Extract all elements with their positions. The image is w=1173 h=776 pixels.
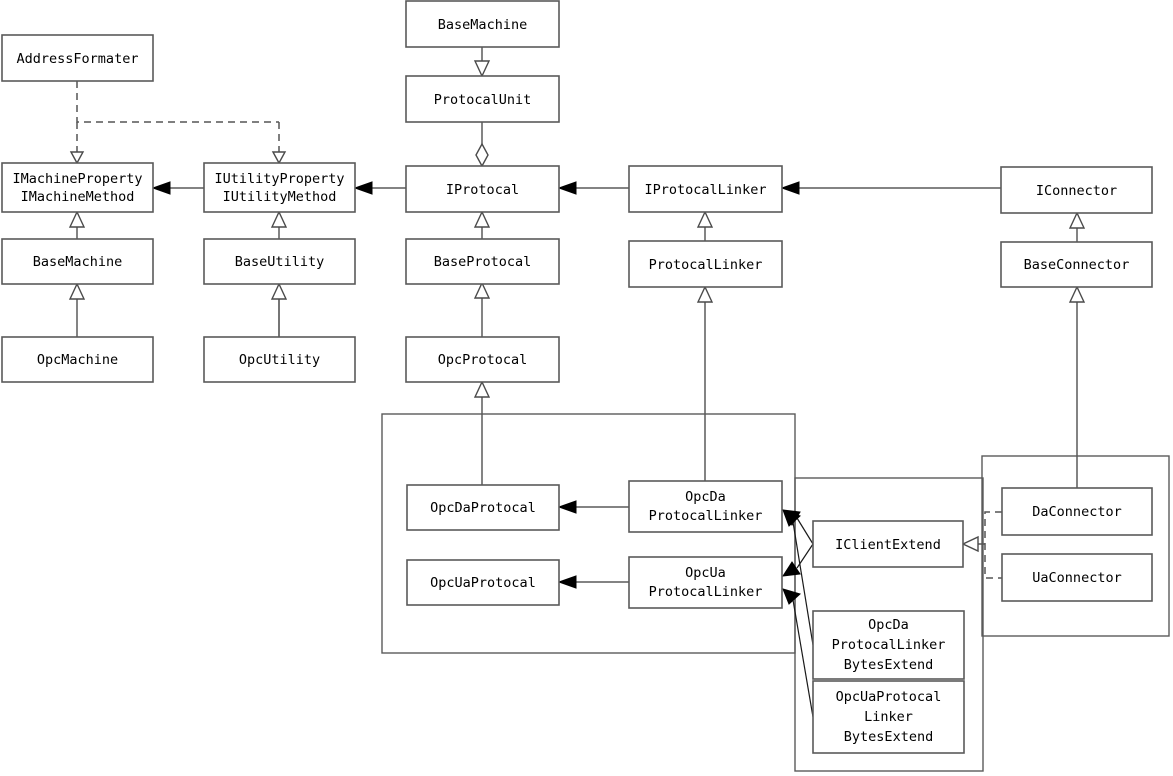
- arrowhead-iprotocal: [557, 181, 577, 195]
- node-label-protocal-linker: ProtocalLinker: [649, 257, 763, 273]
- arrowhead-opc-da-linker-from-bytes-extend: [782, 509, 801, 527]
- node-da-connector[interactable]: DaConnector: [1001, 487, 1153, 536]
- arrowhead-opc-ua-protocal: [557, 575, 577, 589]
- node-label-iprotocal-linker: IProtocalLinker: [645, 182, 767, 198]
- arrowhead-opc-ua-linker-from-iclient: [782, 561, 801, 577]
- node-iclient-extend[interactable]: IClientExtend: [812, 520, 964, 568]
- node-label-ua-bytes-extend-line2: Linker: [864, 709, 913, 725]
- node-label-opc-machine: OpcMachine: [37, 352, 118, 368]
- node-opc-ua-protocal-linker[interactable]: OpcUa ProtocalLinker: [628, 556, 783, 609]
- arrowhead-generalize-base-protocal: [473, 281, 491, 299]
- node-iutility-property[interactable]: IUtilityProperty IUtilityMethod: [203, 162, 356, 213]
- node-label-base-machine: BaseMachine: [33, 254, 122, 270]
- node-label-address-formater: AddressFormater: [17, 51, 139, 67]
- node-label-iutility-property-line2: IUtilityMethod: [223, 189, 337, 205]
- node-label-imachine-property-line2: IMachineMethod: [21, 189, 135, 205]
- arrowhead-realize-iclient-extend: [961, 535, 979, 553]
- arrowhead-imachine-property: [151, 181, 171, 195]
- node-opc-ua-protocal[interactable]: OpcUaProtocal: [406, 559, 560, 606]
- node-label-base-connector: BaseConnector: [1024, 257, 1130, 273]
- node-label-opc-da-protocal-linker-line1: OpcDa: [685, 489, 726, 505]
- arrowhead-generalize-opc-protocal: [473, 380, 491, 398]
- node-opc-da-protocal-linker[interactable]: OpcDa ProtocalLinker: [628, 480, 783, 533]
- node-label-ua-bytes-extend-line3: BytesExtend: [844, 729, 933, 745]
- node-label-opc-ua-protocal-linker-line2: ProtocalLinker: [649, 584, 763, 600]
- edge-connectors-to-iclient-extend: [984, 511, 1002, 579]
- arrowhead-realize-iprotocal-linker: [696, 210, 714, 228]
- node-iprotocal-linker[interactable]: IProtocalLinker: [628, 165, 783, 213]
- arrow-open-imachine-property: [69, 151, 85, 165]
- edge-iclient-extend-to-opc-da-linker: [796, 517, 814, 545]
- edge-ua-bytes-extend-to-opc-ua-linker: [792, 599, 814, 718]
- arrowhead-generalize-base-utility: [270, 282, 288, 300]
- node-base-machine-top[interactable]: BaseMachine: [405, 0, 560, 48]
- node-label-protocal-unit: ProtocalUnit: [434, 92, 532, 108]
- node-label-da-connector: DaConnector: [1032, 504, 1121, 520]
- edge-address-formater-to-imachine: [76, 81, 279, 123]
- arrowhead-iprotocal-linker: [780, 181, 800, 195]
- node-label-opc-da-protocal: OpcDaProtocal: [430, 500, 536, 516]
- node-label-opc-ua-protocal: OpcUaProtocal: [430, 575, 536, 591]
- node-label-da-bytes-extend-line3: BytesExtend: [844, 657, 933, 673]
- node-label-imachine-property-line1: IMachineProperty: [12, 171, 142, 187]
- node-label-base-utility: BaseUtility: [235, 254, 324, 270]
- diagram-edges: [68, 47, 1086, 718]
- node-opc-machine[interactable]: OpcMachine: [1, 336, 154, 383]
- arrowhead-iutility-property: [353, 181, 373, 195]
- node-opc-protocal[interactable]: OpcProtocal: [405, 336, 560, 383]
- arrowhead-realize-iprotocal: [473, 210, 491, 228]
- node-iprotocal[interactable]: IProtocal: [405, 165, 560, 213]
- node-iconnector[interactable]: IConnector: [1000, 166, 1153, 214]
- node-label-base-machine-top: BaseMachine: [438, 17, 527, 33]
- arrowhead-generalization-protocal-unit: [473, 60, 491, 78]
- node-label-opc-protocal: OpcProtocal: [438, 352, 527, 368]
- node-label-da-bytes-extend-line1: OpcDa: [868, 617, 909, 633]
- node-base-utility[interactable]: BaseUtility: [203, 238, 356, 285]
- node-label-iclient-extend: IClientExtend: [835, 537, 941, 553]
- node-label-base-protocal: BaseProtocal: [434, 254, 532, 270]
- node-address-formater[interactable]: AddressFormater: [1, 34, 154, 82]
- arrowhead-opc-ua-linker-from-bytes-extend: [782, 588, 801, 605]
- node-label-opc-da-protocal-linker-line2: ProtocalLinker: [649, 508, 763, 524]
- node-label-iconnector: IConnector: [1036, 183, 1117, 199]
- group-client-extend-group: [794, 477, 984, 772]
- arrowhead-generalize-protocal-linker: [696, 285, 714, 303]
- arrowhead-realize-imachine-property: [68, 210, 86, 228]
- arrowhead-generalize-base-connector: [1068, 285, 1086, 303]
- node-protocal-linker[interactable]: ProtocalLinker: [628, 240, 783, 288]
- node-imachine-property[interactable]: IMachineProperty IMachineMethod: [1, 162, 154, 213]
- group-connector-group: [981, 455, 1170, 637]
- arrowhead-realize-iutility-property: [270, 210, 288, 228]
- node-label-iprotocal: IProtocal: [446, 182, 519, 198]
- edge-da-bytes-extend-to-opc-da-linker: [792, 521, 814, 646]
- node-label-opc-ua-protocal-linker-line1: OpcUa: [685, 565, 726, 581]
- node-label-da-bytes-extend-line2: ProtocalLinker: [832, 637, 946, 653]
- node-ua-connector[interactable]: UaConnector: [1001, 553, 1153, 602]
- node-base-protocal[interactable]: BaseProtocal: [405, 238, 560, 285]
- node-base-connector[interactable]: BaseConnector: [1000, 241, 1153, 288]
- group-opc-protocal-group: [381, 413, 796, 654]
- arrowhead-opc-da-protocal: [557, 500, 577, 514]
- node-protocal-unit[interactable]: ProtocalUnit: [405, 75, 560, 123]
- node-label-iutility-property-line1: IUtilityProperty: [214, 171, 344, 187]
- arrow-open-iutility-property: [271, 151, 287, 165]
- node-base-machine[interactable]: BaseMachine: [1, 238, 154, 285]
- node-label-ua-connector: UaConnector: [1032, 570, 1121, 586]
- node-label-opc-utility: OpcUtility: [239, 352, 320, 368]
- node-opc-da-protocal[interactable]: OpcDaProtocal: [406, 484, 560, 531]
- class-boxes: AddressFormater BaseMachine ProtocalUnit…: [1, 0, 1153, 754]
- node-label-ua-bytes-extend-line1: OpcUaProtocal: [836, 689, 942, 705]
- node-opc-utility[interactable]: OpcUtility: [203, 336, 356, 383]
- arrowhead-generalize-base-machine: [68, 282, 86, 300]
- node-opc-ua-protocal-linker-bytes-extend[interactable]: OpcUaProtocal Linker BytesExtend: [812, 680, 965, 754]
- arrowhead-realize-iconnector: [1068, 211, 1086, 229]
- diamond-aggregation-iprotocal: [475, 142, 489, 168]
- node-opc-da-protocal-linker-bytes-extend[interactable]: OpcDa ProtocalLinker BytesExtend: [812, 610, 965, 680]
